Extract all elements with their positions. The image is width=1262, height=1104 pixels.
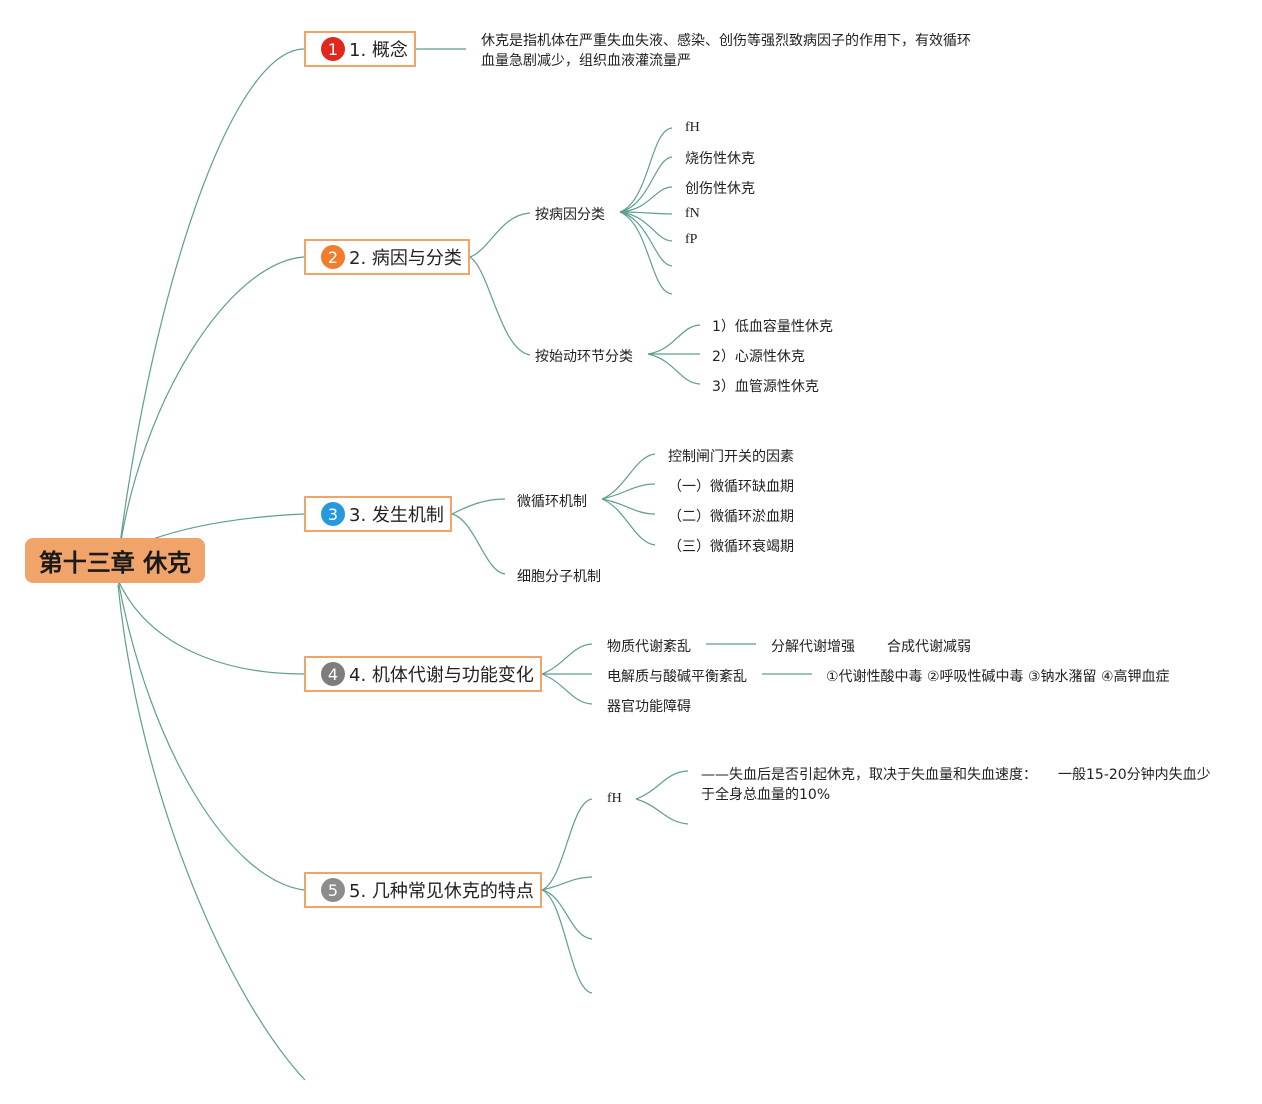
topic-label: 5. 几种常见休克的特点 [349, 881, 534, 902]
topic-metabolism-function[interactable]: 4 4. 机体代谢与功能变化 [304, 656, 542, 692]
number-badge-1: 1 [321, 37, 345, 61]
subtopic-metabolic-disorder[interactable]: 物质代谢紊乱 [607, 639, 691, 655]
leaf-item[interactable]: （三）微循环衰竭期 [668, 539, 794, 555]
leaf-item[interactable]: 1）低血容量性休克 [712, 319, 833, 335]
leaf-item[interactable]: 创伤性休克 [685, 181, 755, 197]
topic-label: 1. 概念 [349, 40, 408, 61]
leaf-item[interactable]: （二）微循环淤血期 [668, 509, 794, 525]
leaf-item[interactable]: fN [685, 206, 700, 221]
topic-concept[interactable]: 1 1. 概念 [304, 31, 416, 67]
leaf-item[interactable]: 控制闸门开关的因素 [668, 449, 794, 465]
topic-causes-classification[interactable]: 2 2. 病因与分类 [304, 239, 470, 275]
leaf-item[interactable]: fH [685, 120, 700, 135]
leaf-item[interactable]: 3）血管源性休克 [712, 379, 819, 395]
leaf-item[interactable]: fP [685, 232, 698, 247]
topic-common-shock-features[interactable]: 5 5. 几种常见休克的特点 [304, 872, 542, 908]
leaf-item[interactable]: 烧伤性休克 [685, 151, 755, 167]
number-badge-3: 3 [321, 502, 345, 526]
leaf-item[interactable]: ①代谢性酸中毒 ②呼吸性碱中毒 ③钠水潴留 ④高钾血症 [826, 669, 1170, 685]
subtopic-by-initial-link[interactable]: 按始动环节分类 [535, 349, 633, 365]
subtopic-microcirculation[interactable]: 微循环机制 [517, 494, 587, 510]
hemorrhagic-note[interactable]: ——失血后是否引起休克，取决于失血量和失血速度： 一般15-20分钟内失血少于全… [701, 767, 1211, 803]
topic-label: 4. 机体代谢与功能变化 [349, 665, 534, 686]
topic-label: 2. 病因与分类 [349, 248, 462, 269]
subtopic-by-cause[interactable]: 按病因分类 [535, 207, 605, 223]
number-badge-5: 5 [321, 878, 345, 902]
topic-label: 3. 发生机制 [349, 505, 444, 526]
subtopic-electrolyte-acid-base[interactable]: 电解质与酸碱平衡紊乱 [607, 669, 747, 685]
leaf-item[interactable]: 2）心源性休克 [712, 349, 805, 365]
subtopic-cell-molecular[interactable]: 细胞分子机制 [517, 569, 601, 585]
topic-mechanism[interactable]: 3 3. 发生机制 [304, 496, 452, 532]
subtopic-organ-dysfunction[interactable]: 器官功能障碍 [607, 699, 691, 715]
subtopic-hemorrhagic[interactable]: fH [607, 791, 622, 806]
leaf-item[interactable]: 分解代谢增强 [771, 639, 855, 655]
leaf-item[interactable]: 合成代谢减弱 [887, 639, 971, 655]
leaf-item[interactable]: （一）微循环缺血期 [668, 479, 794, 495]
number-badge-2: 2 [321, 245, 345, 269]
number-badge-4: 4 [321, 662, 345, 686]
concept-description[interactable]: 休克是指机体在严重失血失液、感染、创伤等强烈致病因子的作用下，有效循环血量急剧减… [481, 33, 971, 69]
central-topic[interactable]: 第十三章 休克 [25, 538, 205, 583]
